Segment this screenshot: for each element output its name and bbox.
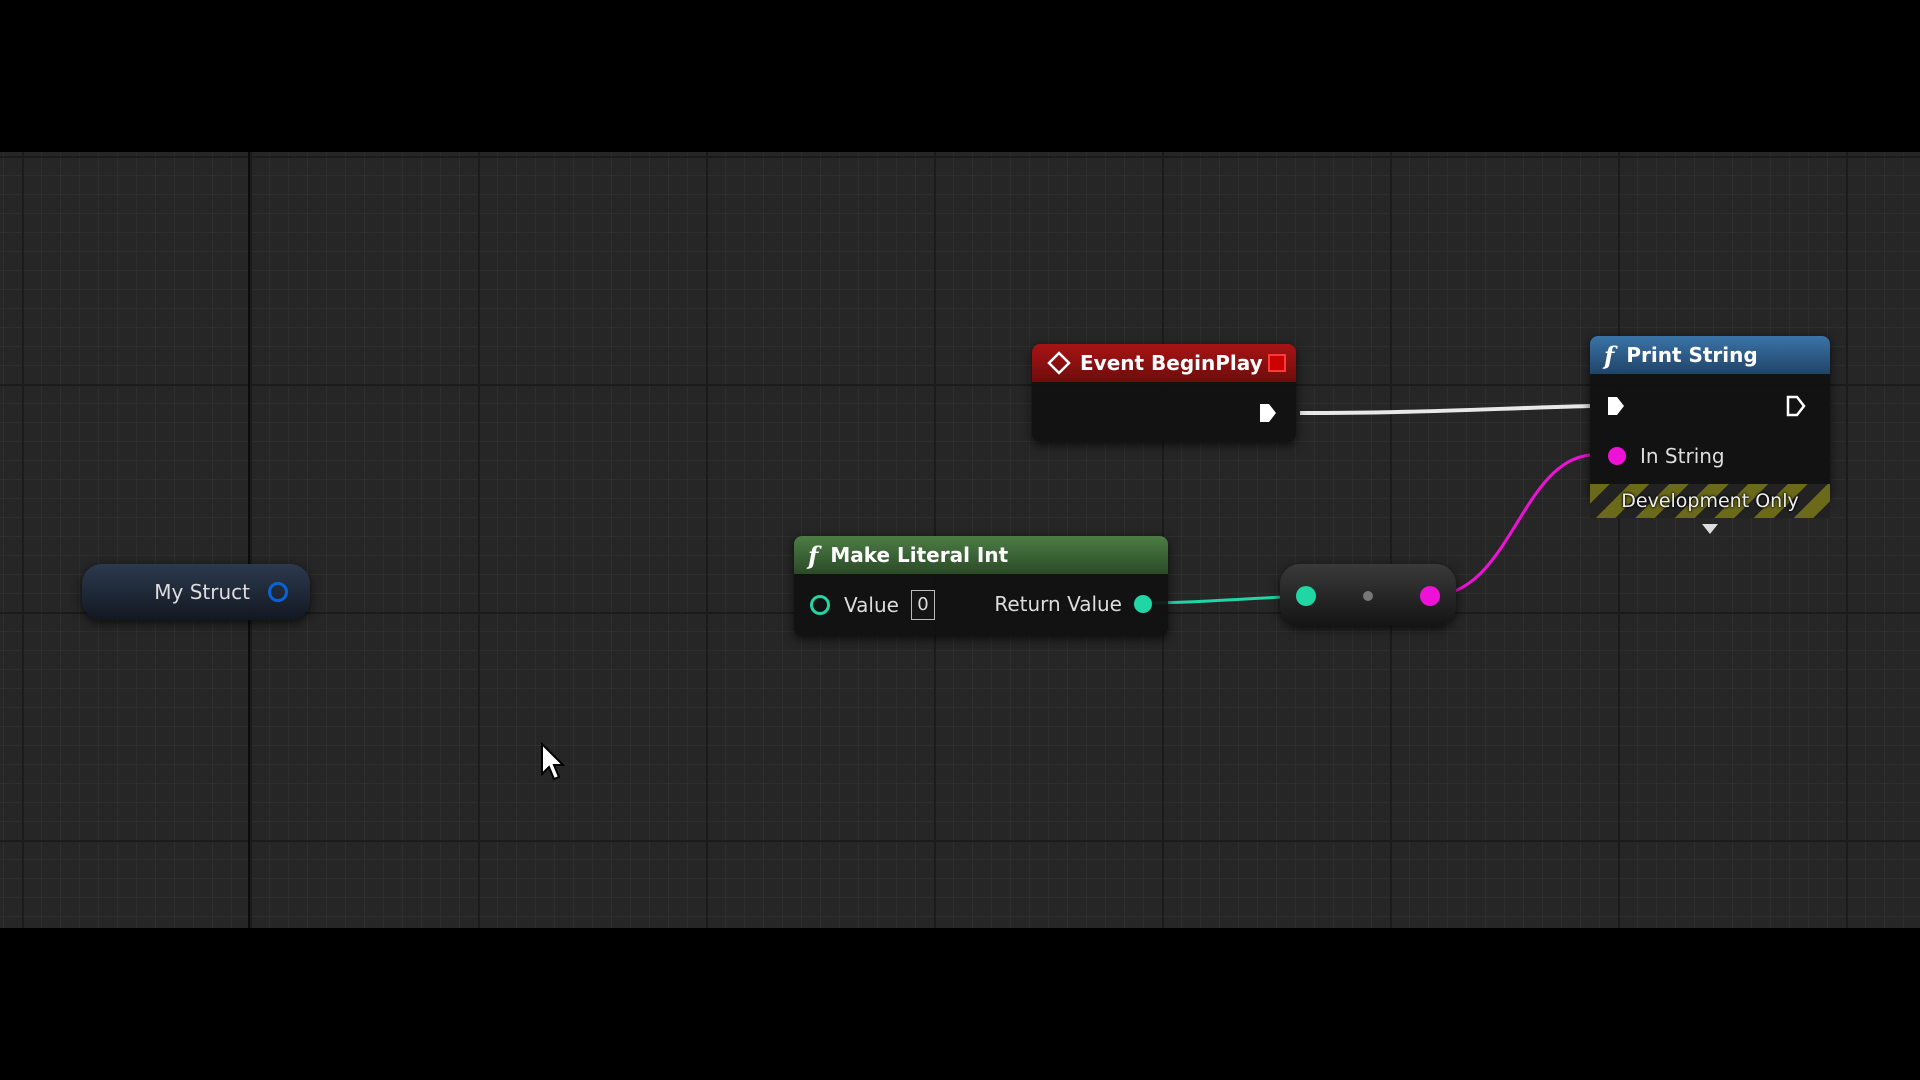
exec-out-pin-icon[interactable] <box>1258 402 1278 424</box>
event-begin-play-node[interactable]: Event BeginPlay <box>1032 344 1296 442</box>
my-struct-variable-node[interactable]: My Struct <box>82 564 310 620</box>
make-literal-int-header[interactable]: f Make Literal Int <box>794 536 1168 574</box>
conversion-center-dot-icon <box>1363 591 1373 601</box>
function-icon: f <box>808 540 819 570</box>
graph-origin-line <box>248 152 250 928</box>
exec-out-pin-icon[interactable] <box>1786 395 1806 417</box>
event-begin-play-title: Event BeginPlay <box>1080 351 1263 375</box>
int-to-string-conversion-node[interactable] <box>1280 564 1456 626</box>
conversion-in-pin-icon[interactable] <box>1296 586 1316 606</box>
return-value-row: Return Value <box>994 592 1152 616</box>
event-diamond-icon <box>1047 351 1071 375</box>
value-input-row: Value 0 <box>810 590 935 620</box>
make-literal-int-title: Make Literal Int <box>830 543 1009 567</box>
return-value-label: Return Value <box>994 592 1122 616</box>
expand-arrow-icon[interactable] <box>1700 522 1720 536</box>
string-wire[interactable] <box>1429 453 1591 598</box>
in-string-label: In String <box>1640 444 1725 468</box>
development-only-label: Development Only <box>1621 490 1799 512</box>
exec-in-pin-icon[interactable] <box>1606 395 1626 417</box>
print-string-title: Print String <box>1626 343 1758 367</box>
print-string-node[interactable]: f Print String In String Development Onl… <box>1590 336 1830 534</box>
value-input[interactable]: 0 <box>910 590 935 620</box>
event-begin-play-header[interactable]: Event BeginPlay <box>1032 344 1296 382</box>
function-icon: f <box>1604 340 1615 370</box>
value-label: Value <box>844 593 899 617</box>
in-string-pin-icon[interactable] <box>1608 447 1626 465</box>
delegate-red-square-icon[interactable] <box>1268 354 1286 372</box>
bottom-letterbox <box>0 928 1920 1080</box>
make-literal-int-node[interactable]: f Make Literal Int Value 0 Return Value <box>794 536 1168 636</box>
top-letterbox <box>0 0 1920 152</box>
my-struct-label: My Struct <box>154 580 250 604</box>
development-only-banner: Development Only <box>1590 484 1830 518</box>
conversion-out-pin-icon[interactable] <box>1420 586 1440 606</box>
struct-out-pin-icon[interactable] <box>268 582 288 602</box>
value-in-pin-icon[interactable] <box>810 595 830 615</box>
return-value-pin-icon[interactable] <box>1134 595 1152 613</box>
print-string-header[interactable]: f Print String <box>1590 336 1830 374</box>
mouse-cursor-icon <box>541 742 566 781</box>
in-string-row: In String <box>1608 444 1725 468</box>
blueprint-graph-canvas[interactable]: Event BeginPlay f Print String In String… <box>0 152 1920 928</box>
exec-wire[interactable] <box>1299 404 1591 415</box>
